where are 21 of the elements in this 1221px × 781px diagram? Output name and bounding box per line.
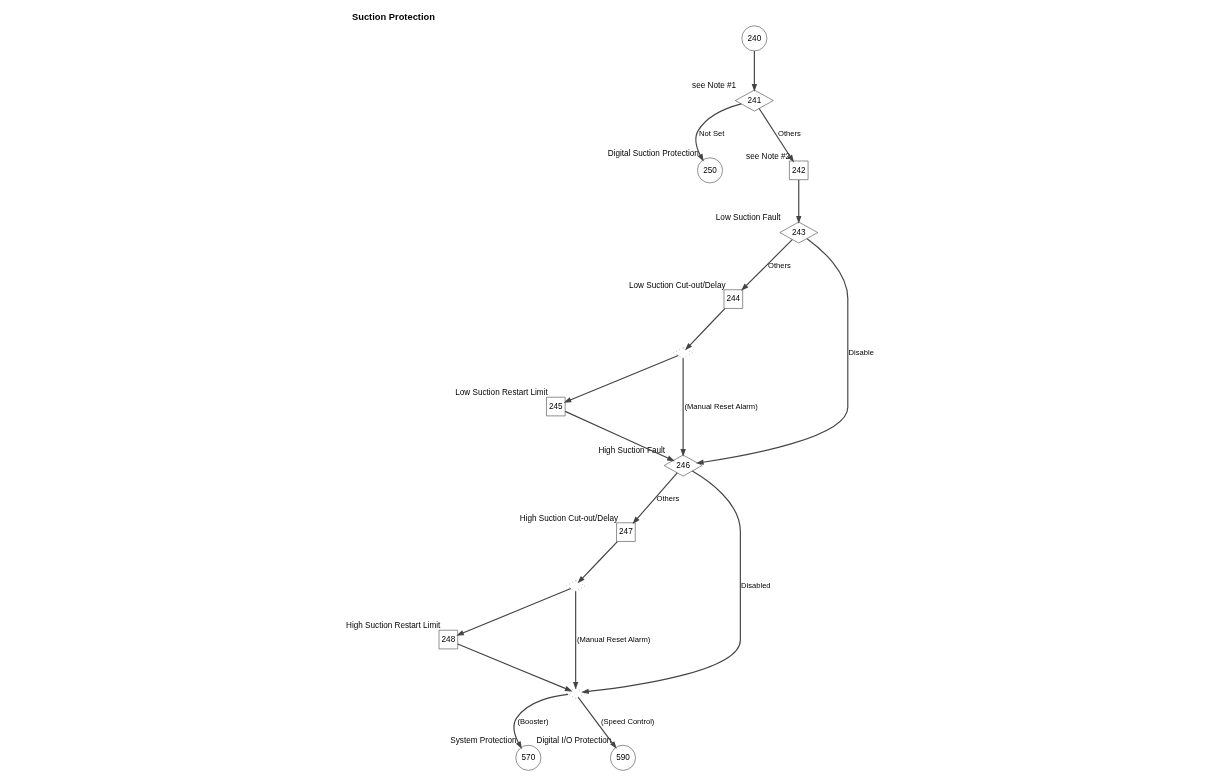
arrow [632,472,678,524]
arrow [695,238,848,465]
arrow [456,643,572,692]
arrow [564,410,675,462]
arrow [758,107,794,163]
arrow [572,590,578,690]
node-diamond [673,347,693,359]
arrow [512,693,569,749]
arrow [751,50,757,92]
arrow [740,239,793,291]
arrow [795,179,801,224]
arrow [580,470,741,695]
arrow [577,696,617,749]
arrow [563,354,679,403]
arrow [679,357,686,457]
arrow [684,308,725,351]
arrow [577,541,618,584]
diagram-title: Suction Protection [351,11,435,22]
arrow [694,103,742,162]
arrow [455,587,571,636]
node-diamond [565,580,585,592]
